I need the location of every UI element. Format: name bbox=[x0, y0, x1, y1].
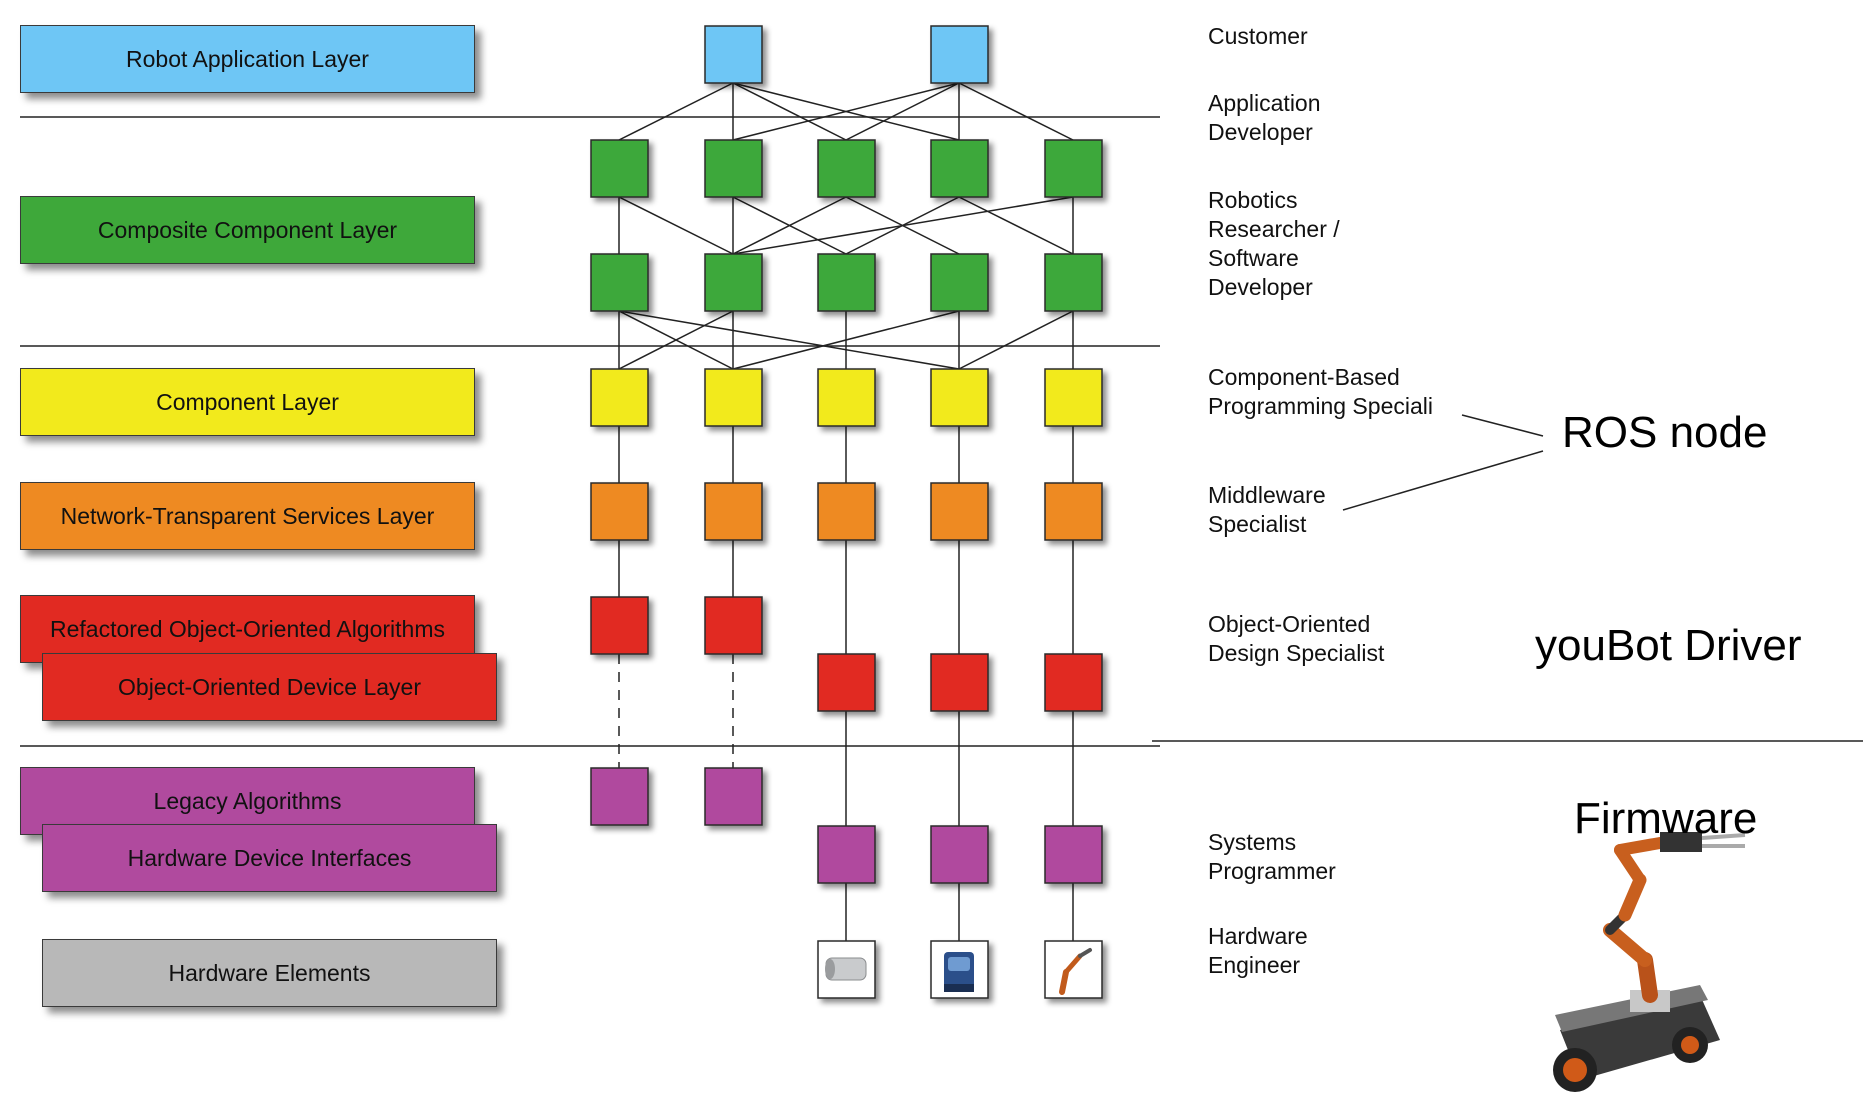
node-orange bbox=[930, 482, 989, 541]
network-transparent-services-layer-label: Network-Transparent Services Layer bbox=[20, 482, 475, 550]
node-green bbox=[590, 253, 649, 312]
node-green bbox=[930, 253, 989, 312]
node-yellow bbox=[590, 368, 649, 427]
node-purple bbox=[1044, 825, 1103, 884]
node-yellow bbox=[704, 368, 763, 427]
oo-device-layer-label: Object-Oriented Device Layer bbox=[42, 653, 497, 721]
role-systems-programmer: Systems Programmer bbox=[1208, 829, 1336, 884]
youbot-driver-annotation: youBot Driver bbox=[1535, 621, 1802, 670]
node-green bbox=[704, 253, 763, 312]
node-purple bbox=[817, 825, 876, 884]
node-green bbox=[590, 139, 649, 198]
node-hardware bbox=[1044, 940, 1103, 999]
role-middleware-specialist: Middleware Specialist bbox=[1208, 482, 1326, 537]
role-application-developer: Application Developer bbox=[1208, 90, 1321, 145]
role-customer: Customer bbox=[1208, 23, 1308, 49]
node-purple bbox=[930, 825, 989, 884]
node-orange bbox=[590, 482, 649, 541]
node-red bbox=[590, 596, 649, 655]
node-red bbox=[1044, 653, 1103, 712]
node-blue bbox=[704, 25, 763, 84]
camera-icon bbox=[825, 957, 867, 981]
laser-scanner-icon bbox=[944, 952, 974, 992]
node-yellow bbox=[817, 368, 876, 427]
ros-node-pointer bbox=[1342, 450, 1544, 511]
node-red bbox=[704, 596, 763, 655]
node-red bbox=[817, 653, 876, 712]
component-layer-label: Component Layer bbox=[20, 368, 475, 436]
node-orange bbox=[817, 482, 876, 541]
node-green bbox=[930, 139, 989, 198]
robot-application-layer-label: Robot Application Layer bbox=[20, 25, 475, 93]
youbot-robot-icon bbox=[1553, 832, 1746, 1092]
role-hardware-engineer: Hardware Engineer bbox=[1208, 923, 1308, 978]
hardware-device-interfaces-label: Hardware Device Interfaces bbox=[42, 824, 497, 892]
robot-arm-icon bbox=[1059, 948, 1092, 995]
node-yellow bbox=[1044, 368, 1103, 427]
node-red bbox=[930, 653, 989, 712]
composite-component-layer-label: Composite Component Layer bbox=[20, 196, 475, 264]
node-purple bbox=[590, 767, 649, 826]
node-green bbox=[704, 139, 763, 198]
role-component-based-specialist: Component-Based Programming Speciali bbox=[1208, 364, 1433, 419]
node-orange bbox=[1044, 482, 1103, 541]
ros-node-pointer bbox=[1461, 414, 1544, 437]
role-oo-design-specialist: Object-Oriented Design Specialist bbox=[1208, 611, 1385, 666]
node-green bbox=[1044, 139, 1103, 198]
ros-node-annotation: ROS node bbox=[1562, 408, 1768, 457]
legacy-algorithms-label: Legacy Algorithms bbox=[20, 767, 475, 835]
node-yellow bbox=[930, 368, 989, 427]
node-blue bbox=[930, 25, 989, 84]
node-green bbox=[817, 253, 876, 312]
role-robotics-researcher: Robotics Researcher / Software Developer bbox=[1208, 187, 1340, 300]
hardware-elements-label: Hardware Elements bbox=[42, 939, 497, 1007]
refactored-oo-algorithms-label: Refactored Object-Oriented Algorithms bbox=[20, 595, 475, 663]
connectors bbox=[618, 82, 1074, 941]
node-green bbox=[817, 139, 876, 198]
node-orange bbox=[704, 482, 763, 541]
firmware-annotation: Firmware bbox=[1574, 794, 1758, 843]
node-purple bbox=[704, 767, 763, 826]
node-green bbox=[1044, 253, 1103, 312]
